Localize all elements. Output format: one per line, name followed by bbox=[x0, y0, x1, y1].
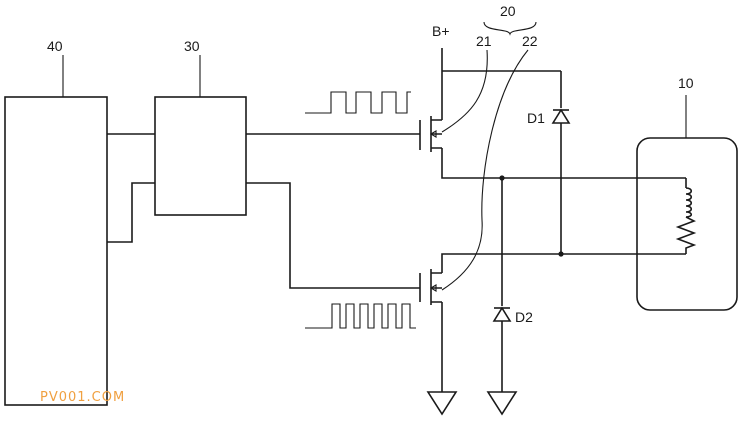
label-d2: D2 bbox=[515, 309, 533, 325]
label-10: 10 bbox=[678, 75, 694, 91]
label-40: 40 bbox=[47, 38, 63, 54]
wire-mid-lower bbox=[441, 253, 686, 273]
label-22: 22 bbox=[522, 33, 538, 49]
label-bplus: B+ bbox=[432, 23, 450, 39]
label-21: 21 bbox=[476, 33, 492, 49]
ground-icon-2 bbox=[486, 391, 518, 416]
wire-gate-lower bbox=[246, 182, 420, 289]
wire-40-30-lower bbox=[107, 182, 155, 243]
diode-d1 bbox=[551, 108, 571, 124]
diode-d2 bbox=[492, 306, 512, 322]
label-d1: D1 bbox=[527, 110, 545, 126]
mosfet-21 bbox=[419, 116, 442, 152]
block-10 bbox=[636, 137, 738, 311]
ground-icon bbox=[426, 391, 458, 416]
wire-mid-upper bbox=[441, 148, 686, 179]
brace-20 bbox=[483, 21, 537, 36]
watermark: PV001.COM bbox=[40, 390, 125, 405]
resistor-icon bbox=[675, 216, 697, 254]
inductor-icon bbox=[685, 187, 693, 218]
block-30 bbox=[154, 96, 247, 216]
waveform-lower bbox=[305, 303, 416, 329]
leader-21 bbox=[441, 49, 488, 133]
label-30: 30 bbox=[184, 38, 200, 54]
leader-22 bbox=[441, 49, 529, 291]
waveform-upper bbox=[305, 91, 411, 114]
block-40 bbox=[4, 96, 108, 406]
label-20: 20 bbox=[500, 3, 516, 19]
mosfet-22 bbox=[419, 269, 442, 305]
